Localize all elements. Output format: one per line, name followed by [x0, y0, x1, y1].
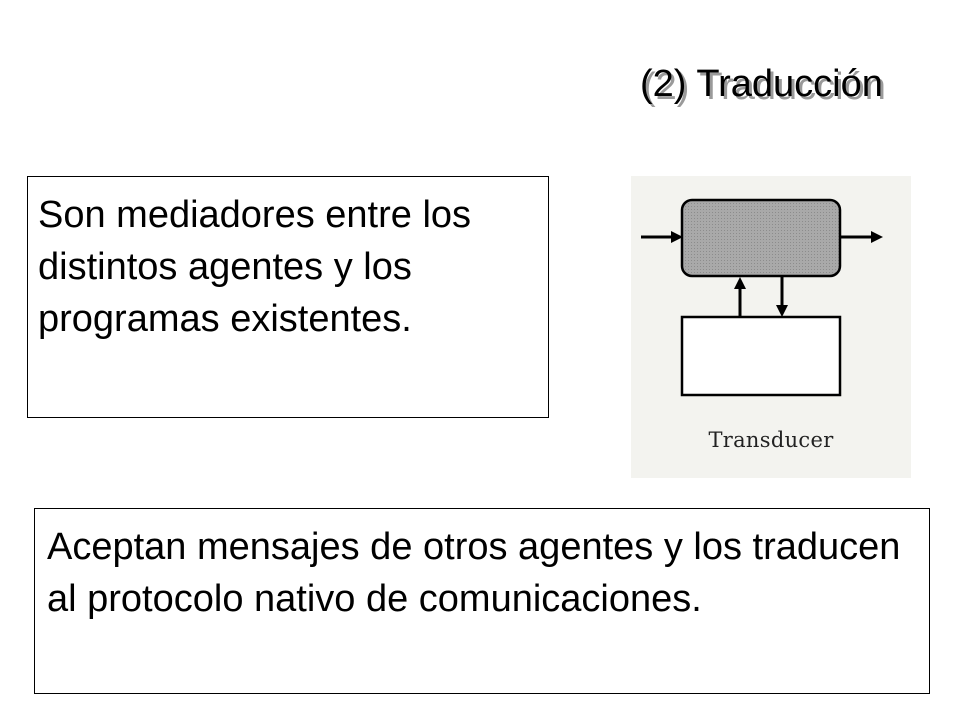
- input-arrowhead: [671, 231, 683, 243]
- transducer-diagram-graphic: [641, 198, 883, 397]
- slide-title: (2) Traducción: [640, 63, 883, 105]
- description-text-top: Son mediadores entre los distintos agent…: [38, 194, 472, 340]
- up-arrowhead: [734, 277, 746, 289]
- diagram-caption: Transducer: [708, 428, 834, 452]
- output-arrowhead: [871, 231, 883, 243]
- description-box-bottom: Aceptan mensajes de otros agentes y los …: [34, 508, 930, 694]
- description-box-top: Son mediadores entre los distintos agent…: [27, 176, 549, 418]
- program-block: [680, 315, 842, 397]
- transducer-block: [680, 198, 842, 278]
- transducer-diagram: Transducer: [631, 176, 911, 478]
- down-arrowhead: [776, 305, 788, 317]
- description-text-bottom: Aceptan mensajes de otros agentes y los …: [47, 526, 901, 620]
